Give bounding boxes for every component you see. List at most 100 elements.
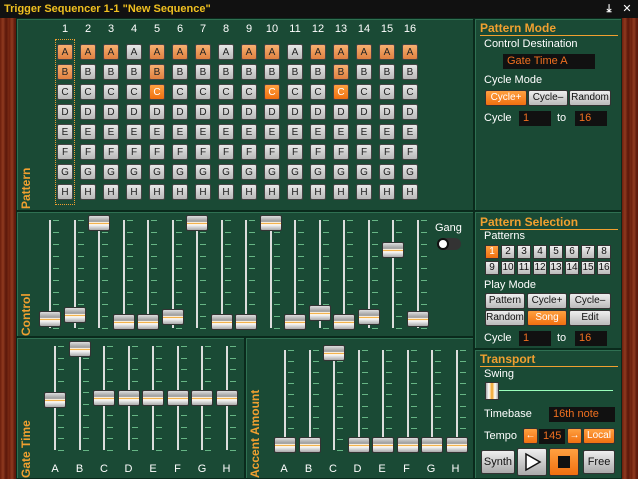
accent-slider-knob[interactable] [445,437,468,453]
pattern-cell[interactable]: A [80,44,96,60]
swing-knob[interactable] [485,382,499,400]
pattern-cell[interactable]: D [333,104,349,120]
pattern-cell[interactable]: E [241,124,257,140]
pattern-cell[interactable]: B [172,64,188,80]
selection-cycle-to-field[interactable]: 16 [575,331,607,346]
pattern-cell[interactable]: C [310,84,326,100]
pattern-cell[interactable]: E [356,124,372,140]
selection-cycle-from-field[interactable]: 1 [519,331,551,346]
pattern-cell[interactable]: G [80,164,96,180]
pattern-cell[interactable]: H [195,184,211,200]
control-slider-knob[interactable] [259,215,282,232]
pattern-cell[interactable]: C [57,84,73,100]
accent-slider-knob[interactable] [372,437,394,453]
pattern-cell[interactable]: C [333,84,349,100]
pattern-cell[interactable]: A [287,44,303,60]
accent-slider-knob[interactable] [396,437,419,453]
pattern-cell[interactable]: H [287,184,303,200]
pattern-cell[interactable]: E [218,124,234,140]
cycle-plus-button[interactable]: Cycle+ [485,90,527,106]
pattern-cell[interactable]: C [241,84,257,100]
control-slider-knob[interactable] [333,313,355,330]
gate-time-slider-knob[interactable] [68,341,91,358]
gate-time-slider-knob[interactable] [142,390,164,406]
control-slider-knob[interactable] [210,313,233,330]
pattern-cell[interactable]: D [172,104,188,120]
pattern-cell[interactable]: D [379,104,395,120]
accent-slider-knob[interactable] [274,437,296,453]
pattern-cell[interactable]: E [172,124,188,140]
pattern-cell[interactable]: A [172,44,188,60]
pattern-cell[interactable]: F [218,144,234,160]
pattern-cell[interactable]: B [57,64,73,80]
pattern-select-button[interactable]: 8 [597,245,611,259]
pattern-select-button[interactable]: 10 [501,261,515,275]
local-button[interactable]: Local [583,428,615,444]
pattern-cell[interactable]: F [57,144,73,160]
close-icon[interactable]: ✕ [622,2,632,15]
pattern-cell[interactable]: G [218,164,234,180]
pattern-cell[interactable]: D [356,104,372,120]
pattern-cell[interactable]: B [195,64,211,80]
pattern-cell[interactable]: D [149,104,165,120]
pattern-cell[interactable]: D [126,104,142,120]
pattern-cell[interactable]: D [218,104,234,120]
cycle-minus-button[interactable]: Cycle– [528,90,568,106]
pattern-cell[interactable]: C [264,84,280,100]
pattern-cell[interactable]: G [126,164,142,180]
pattern-cell[interactable]: F [149,144,165,160]
pattern-select-button[interactable]: 12 [533,261,547,275]
tempo-increase-button[interactable]: → [567,428,582,444]
pattern-cell[interactable]: H [80,184,96,200]
free-button[interactable]: Free [583,450,615,474]
swing-slider[interactable] [485,382,613,400]
pattern-cell[interactable]: C [149,84,165,100]
accent-slider-knob[interactable] [421,437,443,453]
control-slider-knob[interactable] [284,313,306,330]
play-pattern-button[interactable]: Pattern [485,293,525,309]
pattern-cell[interactable]: G [195,164,211,180]
pattern-cell[interactable]: C [379,84,395,100]
pattern-cell[interactable]: D [57,104,73,120]
pattern-cell[interactable]: B [402,64,418,80]
pattern-cell[interactable]: G [402,164,418,180]
pattern-select-button[interactable]: 9 [485,261,499,275]
pattern-cell[interactable]: G [379,164,395,180]
pattern-select-button[interactable]: 11 [517,261,531,275]
pattern-cell[interactable]: A [356,44,372,60]
tempo-decrease-button[interactable]: ← [523,428,538,444]
play-edit-button[interactable]: Edit [569,310,611,326]
pattern-select-button[interactable]: 7 [581,245,595,259]
pattern-cell[interactable]: A [402,44,418,60]
pattern-cell[interactable]: C [402,84,418,100]
control-slider-knob[interactable] [357,309,380,326]
pattern-cell[interactable]: A [310,44,326,60]
play-button[interactable] [517,448,547,476]
pattern-cell[interactable]: E [310,124,326,140]
pattern-select-button[interactable]: 5 [549,245,563,259]
pattern-cell[interactable]: F [310,144,326,160]
control-slider-knob[interactable] [186,215,208,232]
control-slider-knob[interactable] [235,313,257,330]
pattern-cell[interactable]: H [379,184,395,200]
pattern-select-button[interactable]: 16 [597,261,611,275]
pattern-cell[interactable]: H [333,184,349,200]
pattern-cell[interactable]: C [172,84,188,100]
pattern-cell[interactable]: B [241,64,257,80]
control-slider-knob[interactable] [406,311,429,328]
control-slider-knob[interactable] [88,215,110,232]
pattern-cell[interactable]: D [264,104,280,120]
pattern-cell[interactable]: D [195,104,211,120]
play-cycle-minus-button[interactable]: Cycle– [569,293,611,309]
pattern-cell[interactable]: H [241,184,257,200]
pattern-cell[interactable]: E [333,124,349,140]
pattern-cell[interactable]: G [356,164,372,180]
gate-time-slider-knob[interactable] [191,390,213,406]
gate-time-slider-knob[interactable] [44,392,66,409]
pattern-cell[interactable]: E [287,124,303,140]
pattern-cell[interactable]: B [149,64,165,80]
pattern-cell[interactable]: B [126,64,142,80]
pattern-cell[interactable]: B [103,64,119,80]
pattern-cell[interactable]: F [402,144,418,160]
pattern-cell[interactable]: H [126,184,142,200]
